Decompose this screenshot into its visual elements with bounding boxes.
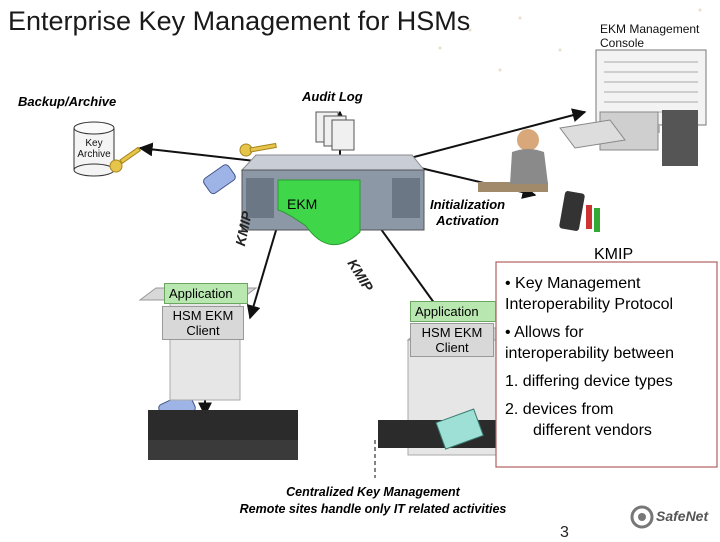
right-server <box>378 327 514 456</box>
background-dots <box>438 8 702 72</box>
audit-log-label: Audit Log <box>302 89 363 104</box>
teal-key-icon <box>435 408 484 450</box>
kmip-panel-heading: KMIP <box>594 246 634 263</box>
card-reader <box>559 191 600 232</box>
audit-log-pages <box>315 111 355 151</box>
init-activation-label: Initialization Activation <box>430 197 506 228</box>
panel-item-1: 1. differing device types <box>505 373 673 390</box>
panel-bullet-2: • Allows for interoperability between <box>505 324 674 362</box>
logo-text: SafeNet <box>656 508 709 524</box>
panel-bullet-1: • Key Management Interoperability Protoc… <box>505 275 674 313</box>
panel-item-2: 2. devices from different vendors <box>505 401 652 439</box>
key-archive-label: Key Archive <box>77 138 111 160</box>
golden-keys-icon <box>109 142 277 173</box>
left-application-box: Application <box>164 283 248 304</box>
left-hsm-client-box: HSM EKM Client <box>162 306 244 340</box>
safenet-logo: SafeNet <box>630 502 718 532</box>
initialization-person <box>478 129 548 192</box>
safenet-logo-icon <box>630 505 654 529</box>
page-number: 3 <box>560 524 569 541</box>
console-arrow <box>394 108 587 163</box>
kmip-panel-border <box>495 261 718 468</box>
console-workstation <box>559 49 707 166</box>
ekm-appliance <box>240 154 426 246</box>
console-label: EKM Management Console <box>600 22 700 50</box>
right-hsm-client-box: HSM EKM Client <box>410 323 494 357</box>
right-application-box: Application <box>410 301 496 322</box>
backup-archive-label: Backup/Archive <box>18 94 117 109</box>
key-archive-cylinder <box>73 121 115 177</box>
footer-caption: Centralized Key Management Remote sites … <box>239 485 507 516</box>
page-title: Enterprise Key Management for HSMs <box>8 6 471 36</box>
ekm-label: EKM <box>287 196 318 212</box>
